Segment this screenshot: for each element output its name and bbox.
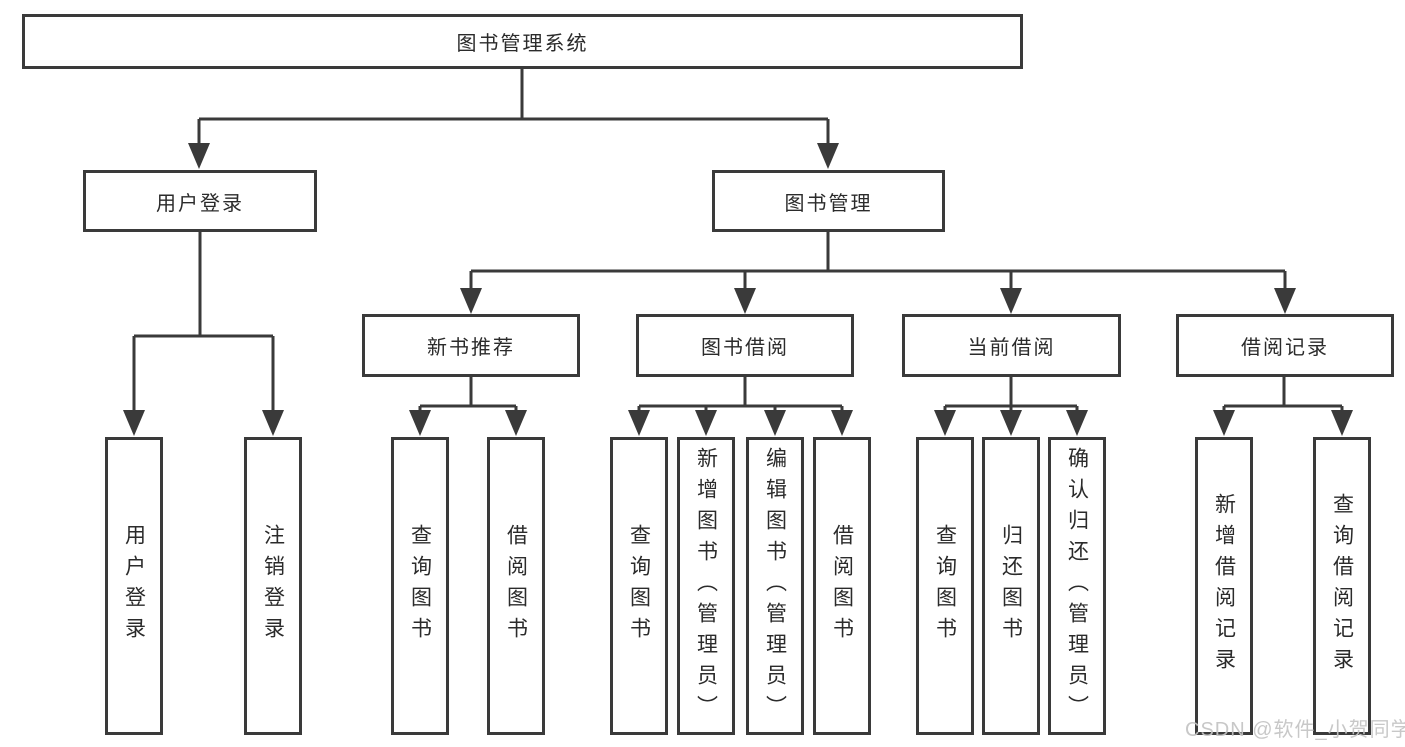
- leaf-query-book-current-label: 查询图书: [933, 524, 957, 648]
- leaf-query-borrow-record-label: 查询借阅记录: [1330, 493, 1354, 679]
- connector-recommend-to-leaves: [409, 377, 527, 436]
- leaf-confirm-return-admin-label: 确认归还（管理员）: [1065, 446, 1089, 726]
- node-current-borrow: 当前借阅: [902, 314, 1121, 377]
- connector-current-to-leaves: [934, 377, 1088, 436]
- node-book-borrow: 图书借阅: [636, 314, 854, 377]
- connector-bookmgmt-to-modules: [460, 232, 1296, 314]
- leaf-query-borrow-record: 查询借阅记录: [1313, 437, 1371, 735]
- leaf-user-login-label: 用户登录: [122, 524, 146, 648]
- leaf-return-book-label: 归还图书: [999, 524, 1023, 648]
- leaf-logout: 注销登录: [244, 437, 302, 735]
- connector-root-to-branches: [188, 69, 839, 169]
- leaf-edit-book-admin: 编辑图书（管理员）: [746, 437, 804, 735]
- leaf-add-borrow-record: 新增借阅记录: [1195, 437, 1253, 735]
- node-book-management: 图书管理: [712, 170, 945, 232]
- leaf-borrow-book-recommend-label: 借阅图书: [504, 524, 528, 648]
- node-borrow-records: 借阅记录: [1176, 314, 1394, 377]
- leaf-query-book-borrow-label: 查询图书: [627, 524, 651, 648]
- node-root: 图书管理系统: [22, 14, 1023, 69]
- connector-borrow-to-leaves: [628, 377, 853, 436]
- leaf-user-login: 用户登录: [105, 437, 163, 735]
- leaf-query-book-current: 查询图书: [916, 437, 974, 735]
- leaf-borrow-book-recommend: 借阅图书: [487, 437, 545, 735]
- node-book-management-label: 图书管理: [784, 192, 873, 215]
- node-current-borrow-label: 当前借阅: [967, 337, 1056, 359]
- node-book-borrow-label: 图书借阅: [701, 337, 789, 359]
- node-user-login: 用户登录: [83, 170, 317, 232]
- csdn-watermark: CSDN @软件_小贺同学: [1185, 719, 1405, 741]
- leaf-confirm-return-admin: 确认归还（管理员）: [1048, 437, 1106, 735]
- leaf-query-book-borrow: 查询图书: [610, 437, 668, 735]
- node-root-label: 图书管理系统: [456, 33, 589, 55]
- leaf-add-book-admin-label: 新增图书（管理员）: [694, 446, 718, 726]
- leaf-add-borrow-record-label: 新增借阅记录: [1212, 493, 1236, 679]
- connector-userlogin-to-leaves: [123, 232, 284, 436]
- leaf-logout-label: 注销登录: [261, 524, 285, 648]
- leaf-add-book-admin: 新增图书（管理员）: [677, 437, 735, 735]
- leaf-query-book-recommend: 查询图书: [391, 437, 449, 735]
- leaf-borrow-book: 借阅图书: [813, 437, 871, 735]
- connector-records-to-leaves: [1213, 377, 1353, 436]
- node-new-book-recommend: 新书推荐: [362, 314, 580, 377]
- leaf-return-book: 归还图书: [982, 437, 1040, 735]
- leaf-query-book-recommend-label: 查询图书: [408, 524, 432, 648]
- leaf-borrow-book-label: 借阅图书: [830, 524, 854, 648]
- node-borrow-records-label: 借阅记录: [1241, 337, 1329, 359]
- node-new-book-recommend-label: 新书推荐: [427, 337, 515, 359]
- node-user-login-label: 用户登录: [156, 192, 244, 215]
- leaf-edit-book-admin-label: 编辑图书（管理员）: [763, 446, 787, 726]
